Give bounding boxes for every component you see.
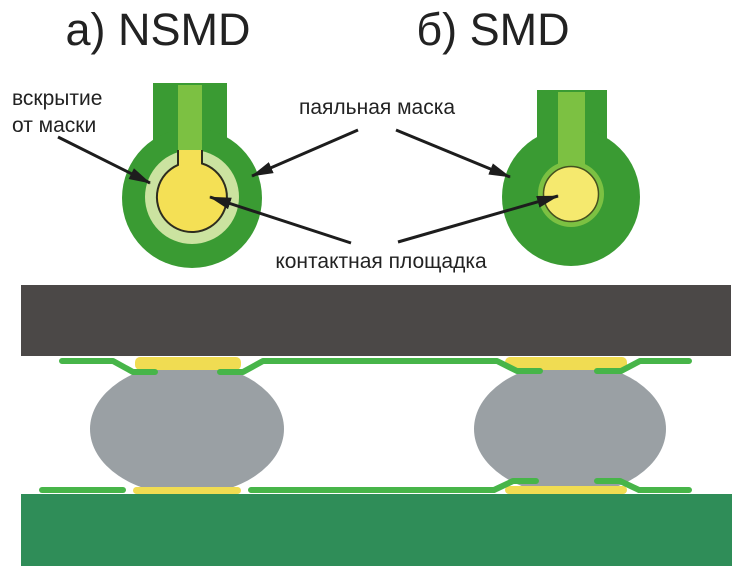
mask-line-chip-left — [59, 358, 158, 375]
cross-section — [21, 285, 732, 566]
pad-pcb-nsmd — [133, 487, 241, 494]
panel-a-title: а) NSMD — [65, 4, 251, 55]
smd-copper-trace — [558, 92, 585, 170]
nsmd-copper-trace — [178, 85, 202, 151]
solder-ball-nsmd — [90, 370, 284, 488]
panel-b-title: б) SMD — [416, 4, 570, 55]
pad-chip-nsmd — [135, 357, 241, 370]
nsmd-contact-pad — [155, 150, 228, 233]
pad-pcb-smd — [505, 486, 627, 494]
smd-pad-top-view — [502, 90, 640, 266]
mask-line-pcb-middle — [248, 478, 539, 493]
solder-mask-label: паяльная маска — [298, 96, 456, 119]
arrow-mask-opening — [57, 135, 151, 185]
solder-mask-lines — [39, 358, 692, 493]
contact-pad-label: контактная площадка — [275, 250, 487, 273]
chip-body — [21, 285, 731, 356]
pcb-board — [21, 494, 732, 566]
mask-opening-label-line1: вскрытие — [12, 87, 103, 110]
nsmd-pad-top-view — [122, 83, 262, 268]
smd-contact-pad — [542, 165, 600, 223]
arrow-solder-mask-to-nsmd — [251, 128, 359, 178]
arrow-solder-mask-to-smd — [395, 128, 511, 179]
arrow-contact-pad-to-nsmd — [209, 195, 352, 245]
pad-chip-smd — [505, 357, 627, 370]
mask-line-chip-middle — [217, 358, 543, 375]
mask-line-pcb-right — [594, 478, 692, 493]
callout-arrows — [57, 128, 559, 245]
mask-opening-label-line2: от маски — [12, 114, 97, 137]
mask-line-chip-right — [594, 358, 692, 374]
mask-opening-label: вскрытие от маски — [12, 85, 102, 139]
arrow-contact-pad-to-smd — [397, 194, 559, 244]
solder-ball-smd — [474, 370, 666, 488]
